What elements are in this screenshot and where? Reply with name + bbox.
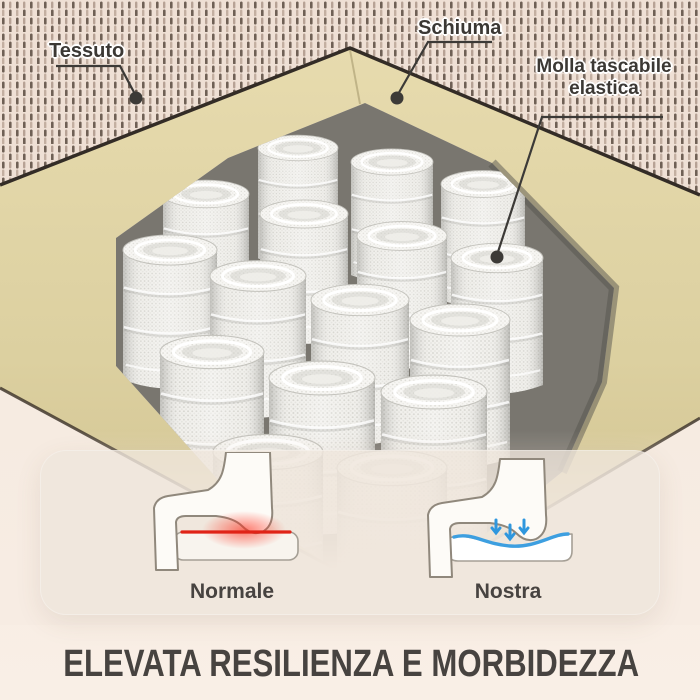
normale-figure [153,452,299,571]
callout-lines [56,40,663,256]
headline-text: ELEVATA RESILIENZA E MORBIDEZZA [63,643,640,685]
seated-person-icon [427,458,548,578]
callout-dot-molla [490,250,504,264]
callout-dot-schiuma [390,91,404,105]
fabric-texture [0,0,700,195]
callout-line-schiuma [396,40,492,97]
foam-crease [349,49,361,105]
callout-label-schiuma: Schiuma [418,17,502,39]
cavity-inner-shading [488,159,620,475]
nostra-label: Nostra [474,580,542,603]
headline: ELEVATA RESILIENZA E MORBIDEZZA [0,643,700,686]
pressure-glow [202,511,286,549]
fabric-edge-line [0,46,700,197]
callout-label-tessuto: Tessuto [49,40,125,62]
normale-label: Normale [189,580,275,603]
callout-label-molla: Molla tascabile elastica [536,56,672,99]
adaptive-curve [452,532,570,548]
nostra-figure [427,458,573,578]
comparison-panel: Normale Nostra [40,450,660,615]
callout-line-molla [495,115,663,256]
callout-line-tessuto [56,64,137,97]
down-arrows-icon [490,518,530,542]
callout-dot-tessuto [129,91,143,105]
callout-dots [129,91,504,264]
